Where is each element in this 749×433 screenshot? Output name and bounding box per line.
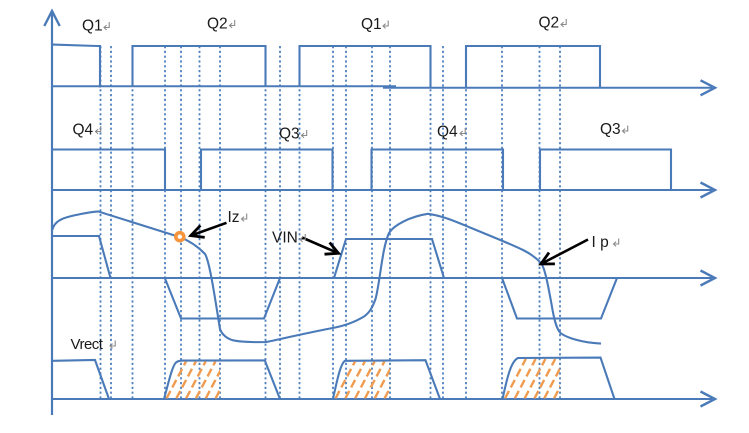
svg-text:Q1: Q1 — [82, 18, 103, 35]
svg-text:Q3: Q3 — [279, 126, 300, 143]
svg-text:Q4: Q4 — [437, 124, 458, 141]
svg-text:VIN: VIN — [272, 230, 298, 247]
svg-text:Q2: Q2 — [539, 15, 560, 32]
svg-text:Q1: Q1 — [361, 16, 382, 33]
svg-text:Q3: Q3 — [600, 121, 621, 138]
svg-text:Q4: Q4 — [73, 122, 94, 139]
svg-text:I p: I p — [592, 234, 609, 251]
svg-text:Vrect: Vrect — [71, 336, 104, 353]
svg-text:Q2: Q2 — [207, 16, 228, 33]
svg-text:Iz: Iz — [228, 209, 240, 226]
